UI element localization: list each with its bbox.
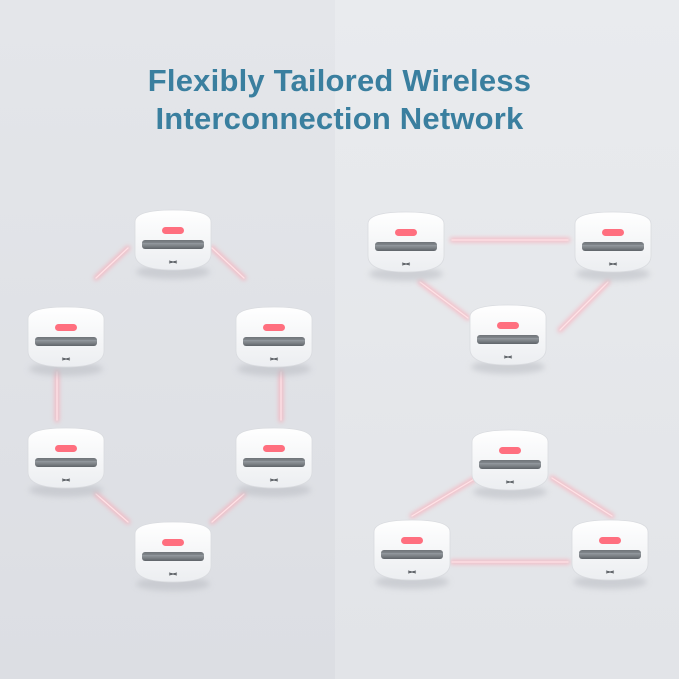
smoke-detector-icon bbox=[135, 210, 211, 279]
smoke-detector-icon bbox=[470, 305, 546, 374]
headline-line-2: Interconnection Network bbox=[155, 101, 524, 136]
hexagon-network-links bbox=[54, 245, 284, 525]
smoke-detector-icon bbox=[236, 428, 312, 497]
triangle-network-upper bbox=[368, 212, 651, 374]
triangle-network-links bbox=[409, 237, 615, 565]
headline: Flexibly Tailored Wireless Interconnecti… bbox=[0, 62, 679, 138]
smoke-detector-icon bbox=[575, 212, 651, 281]
headline-line-1: Flexibly Tailored Wireless bbox=[147, 63, 532, 98]
triangle-network-lower bbox=[374, 430, 648, 589]
smoke-detector-icon bbox=[368, 212, 444, 281]
smoke-detector-icon bbox=[135, 522, 211, 591]
smoke-detector-icon bbox=[28, 307, 104, 376]
smoke-detector-icon bbox=[572, 520, 648, 589]
hexagon-network bbox=[28, 210, 312, 591]
smoke-detector-icon bbox=[374, 520, 450, 589]
smoke-detector-icon bbox=[236, 307, 312, 376]
smoke-detector-icon bbox=[472, 430, 548, 499]
smoke-detector-icon bbox=[28, 428, 104, 497]
